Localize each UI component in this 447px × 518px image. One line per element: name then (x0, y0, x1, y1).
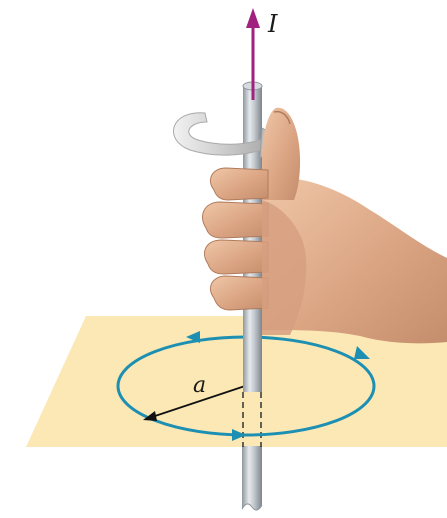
finger-4 (210, 276, 268, 310)
right-hand (202, 108, 447, 344)
radius-label: a (193, 373, 206, 398)
wire-mid-segment (243, 335, 262, 392)
finger-1 (210, 168, 268, 200)
finger-2 (202, 202, 268, 238)
wire-lower-segment (242, 446, 262, 512)
current-label: I (267, 10, 278, 38)
finger-3 (204, 240, 268, 274)
